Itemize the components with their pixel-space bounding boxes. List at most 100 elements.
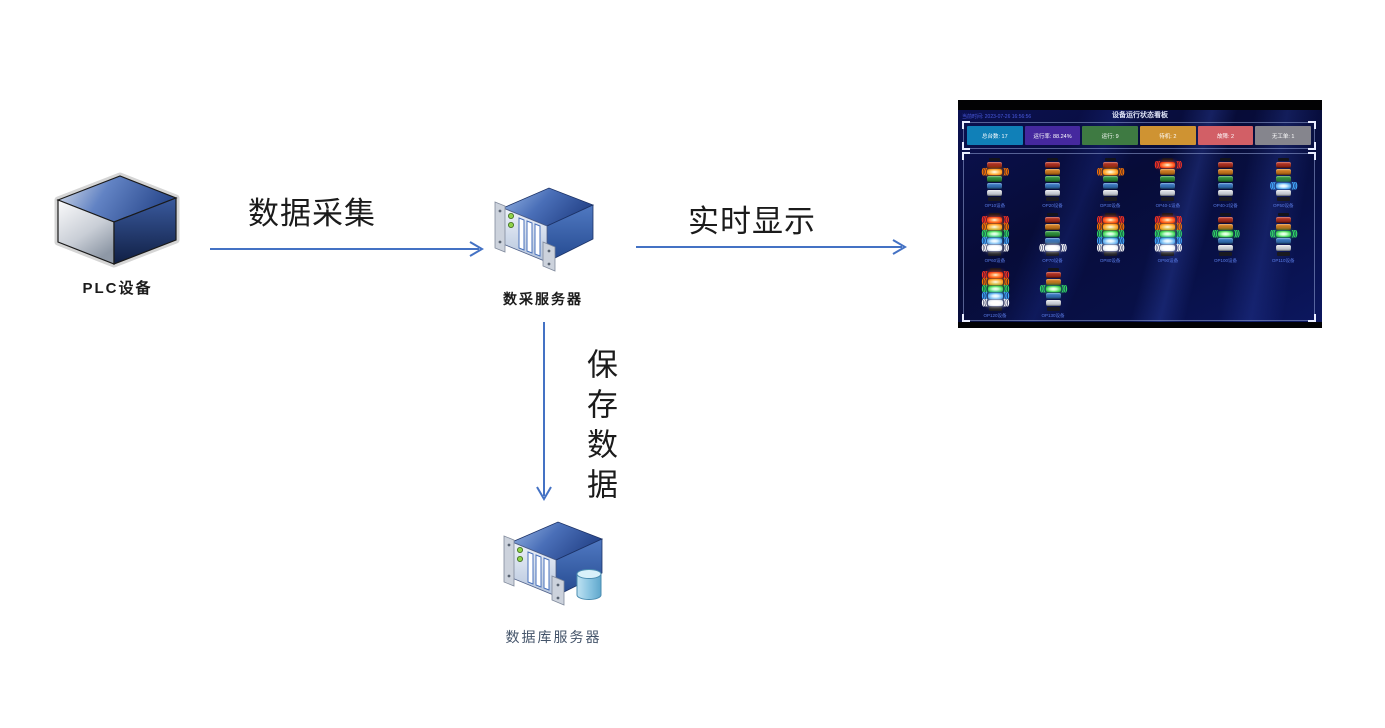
- green-light-segment: ((())): [1097, 229, 1125, 238]
- orange-light-segment: ((())): [981, 167, 1009, 176]
- arrow-data-collect: [210, 241, 484, 257]
- tower-light-label: OP40-1设备: [1155, 203, 1181, 208]
- red-light-segment: [1218, 162, 1234, 168]
- signal-arcs-left-icon: (((: [1269, 181, 1276, 190]
- tower-light-stack: ((())): [1039, 213, 1067, 256]
- white-light-segment: [1218, 245, 1234, 251]
- tower-cap: [1162, 213, 1174, 216]
- lights-row: ((()))((()))((()))((()))((()))OP60设备((()…: [966, 213, 1312, 268]
- tower-light-stack: [1218, 158, 1234, 201]
- white-light-segment: [1275, 190, 1291, 196]
- signal-arcs-left-icon: (((: [981, 270, 988, 279]
- signal-arcs-right-icon: ))): [1118, 215, 1125, 224]
- plc-device-icon: [54, 172, 180, 268]
- tower-cap: [1047, 158, 1058, 161]
- tower-light-label: OP50设备: [1272, 203, 1294, 208]
- tower-light: OP20设备: [1024, 158, 1082, 213]
- tower-base: [1046, 307, 1060, 311]
- tower-light-stack: ((())): [1212, 213, 1240, 256]
- red-light-segment: [1102, 162, 1118, 168]
- tower-light-stack: [1045, 158, 1060, 201]
- flow-label-realtime-display: 实时显示: [688, 204, 816, 239]
- blue-light-segment: [1045, 238, 1060, 244]
- collector-server-label: 数采服务器: [503, 291, 583, 307]
- tower-base: [1276, 252, 1290, 256]
- red-light-segment: ((())): [981, 215, 1009, 224]
- blue-light-segment: [1045, 183, 1060, 189]
- tower-light-label: OP20设备: [1042, 203, 1063, 208]
- white-light-segment: ((())): [1039, 243, 1067, 252]
- white-light-segment: ((())): [982, 298, 1010, 307]
- blue-light-segment: [987, 183, 1003, 189]
- red-light-segment: [1045, 162, 1060, 168]
- green-light-segment: [1275, 176, 1291, 182]
- white-light-segment: ((())): [1154, 243, 1182, 252]
- signal-arcs-right-icon: ))): [1176, 160, 1182, 169]
- green-light-segment: ((())): [982, 284, 1010, 293]
- tower-light: ((()))((()))((()))((()))((()))OP120设备: [966, 268, 1024, 323]
- tower-light-stack: ((()))((()))((()))((()))((())): [982, 268, 1010, 311]
- orange-light-segment: ((())): [982, 277, 1010, 286]
- signal-arcs-left-icon: (((: [1269, 229, 1276, 238]
- green-light-segment: [1045, 176, 1060, 182]
- tower-light: ((()))OP30设备: [1081, 158, 1139, 213]
- signal-arcs-right-icon: ))): [1003, 291, 1010, 300]
- signal-arcs-left-icon: (((: [1039, 284, 1046, 293]
- signal-arcs-right-icon: ))): [1234, 229, 1240, 238]
- tower-cap: [1220, 213, 1232, 216]
- signal-arcs-right-icon: ))): [1003, 236, 1009, 245]
- orange-light-segment: [1045, 224, 1060, 230]
- tower-cap: [1277, 213, 1289, 216]
- white-light-segment: [1275, 245, 1291, 251]
- tower-light-label: OP30设备: [1099, 203, 1121, 208]
- orange-light-segment: [1218, 224, 1234, 230]
- signal-arcs-left-icon: (((: [981, 291, 988, 300]
- tower-base: [1161, 252, 1175, 256]
- signal-arcs-right-icon: ))): [1003, 270, 1010, 279]
- signal-arcs-right-icon: ))): [1176, 229, 1182, 238]
- green-light-segment: ((())): [1212, 229, 1240, 238]
- tower-light: ((()))((()))((()))((()))((()))OP90设备: [1139, 213, 1197, 268]
- signal-arcs-right-icon: ))): [1291, 229, 1298, 238]
- dashboard-title: 设备运行状态看板: [1112, 112, 1168, 119]
- blue-light-segment: ((())): [1154, 236, 1182, 245]
- tower-light: ((()))OP10设备: [966, 158, 1024, 213]
- red-light-segment: [1045, 272, 1061, 278]
- red-light-segment: ((())): [1097, 215, 1125, 224]
- signal-arcs-left-icon: (((: [1154, 236, 1160, 245]
- tower-cap: [989, 268, 1001, 271]
- signal-arcs-left-icon: (((: [981, 277, 988, 286]
- tower-base: [1219, 252, 1233, 256]
- tower-light: ((())) OP40-1设备: [1139, 158, 1197, 213]
- tower-base: [988, 252, 1002, 256]
- signal-arcs-right-icon: ))): [1176, 243, 1182, 252]
- green-light-segment: [987, 176, 1003, 182]
- blue-light-segment: [1218, 238, 1234, 244]
- orange-light-segment: ((())): [1154, 222, 1182, 231]
- tower-light-stack: ((())): [1270, 213, 1298, 256]
- tower-cap: [1104, 158, 1116, 161]
- tower-base: [1103, 252, 1117, 256]
- tower-light: ((()))OP100设备: [1197, 213, 1255, 268]
- signal-arcs-left-icon: (((: [1096, 167, 1103, 176]
- signal-arcs-right-icon: ))): [1176, 222, 1182, 231]
- signal-arcs-left-icon: (((: [1154, 243, 1160, 252]
- white-light-segment: ((())): [1097, 243, 1125, 252]
- tower-light-label: OP130设备: [1041, 313, 1065, 318]
- signal-arcs-left-icon: (((: [1096, 222, 1103, 231]
- stat-box: 运行: 9: [1082, 126, 1139, 145]
- tower-cap: [989, 213, 1001, 216]
- signal-arcs-left-icon: (((: [1154, 160, 1160, 169]
- tower-cap: [989, 158, 1001, 161]
- red-light-segment: [1275, 162, 1291, 168]
- tower-light-label: OP110设备: [1271, 258, 1295, 263]
- orange-light-segment: [1275, 169, 1291, 175]
- orange-light-segment: ((())): [981, 222, 1009, 231]
- signal-arcs-left-icon: (((: [1154, 215, 1160, 224]
- blue-light-segment: ((())): [981, 236, 1009, 245]
- database-cylinder-icon: [576, 569, 602, 600]
- green-light-segment: ((())): [1040, 284, 1068, 293]
- tower-base: [1046, 197, 1059, 201]
